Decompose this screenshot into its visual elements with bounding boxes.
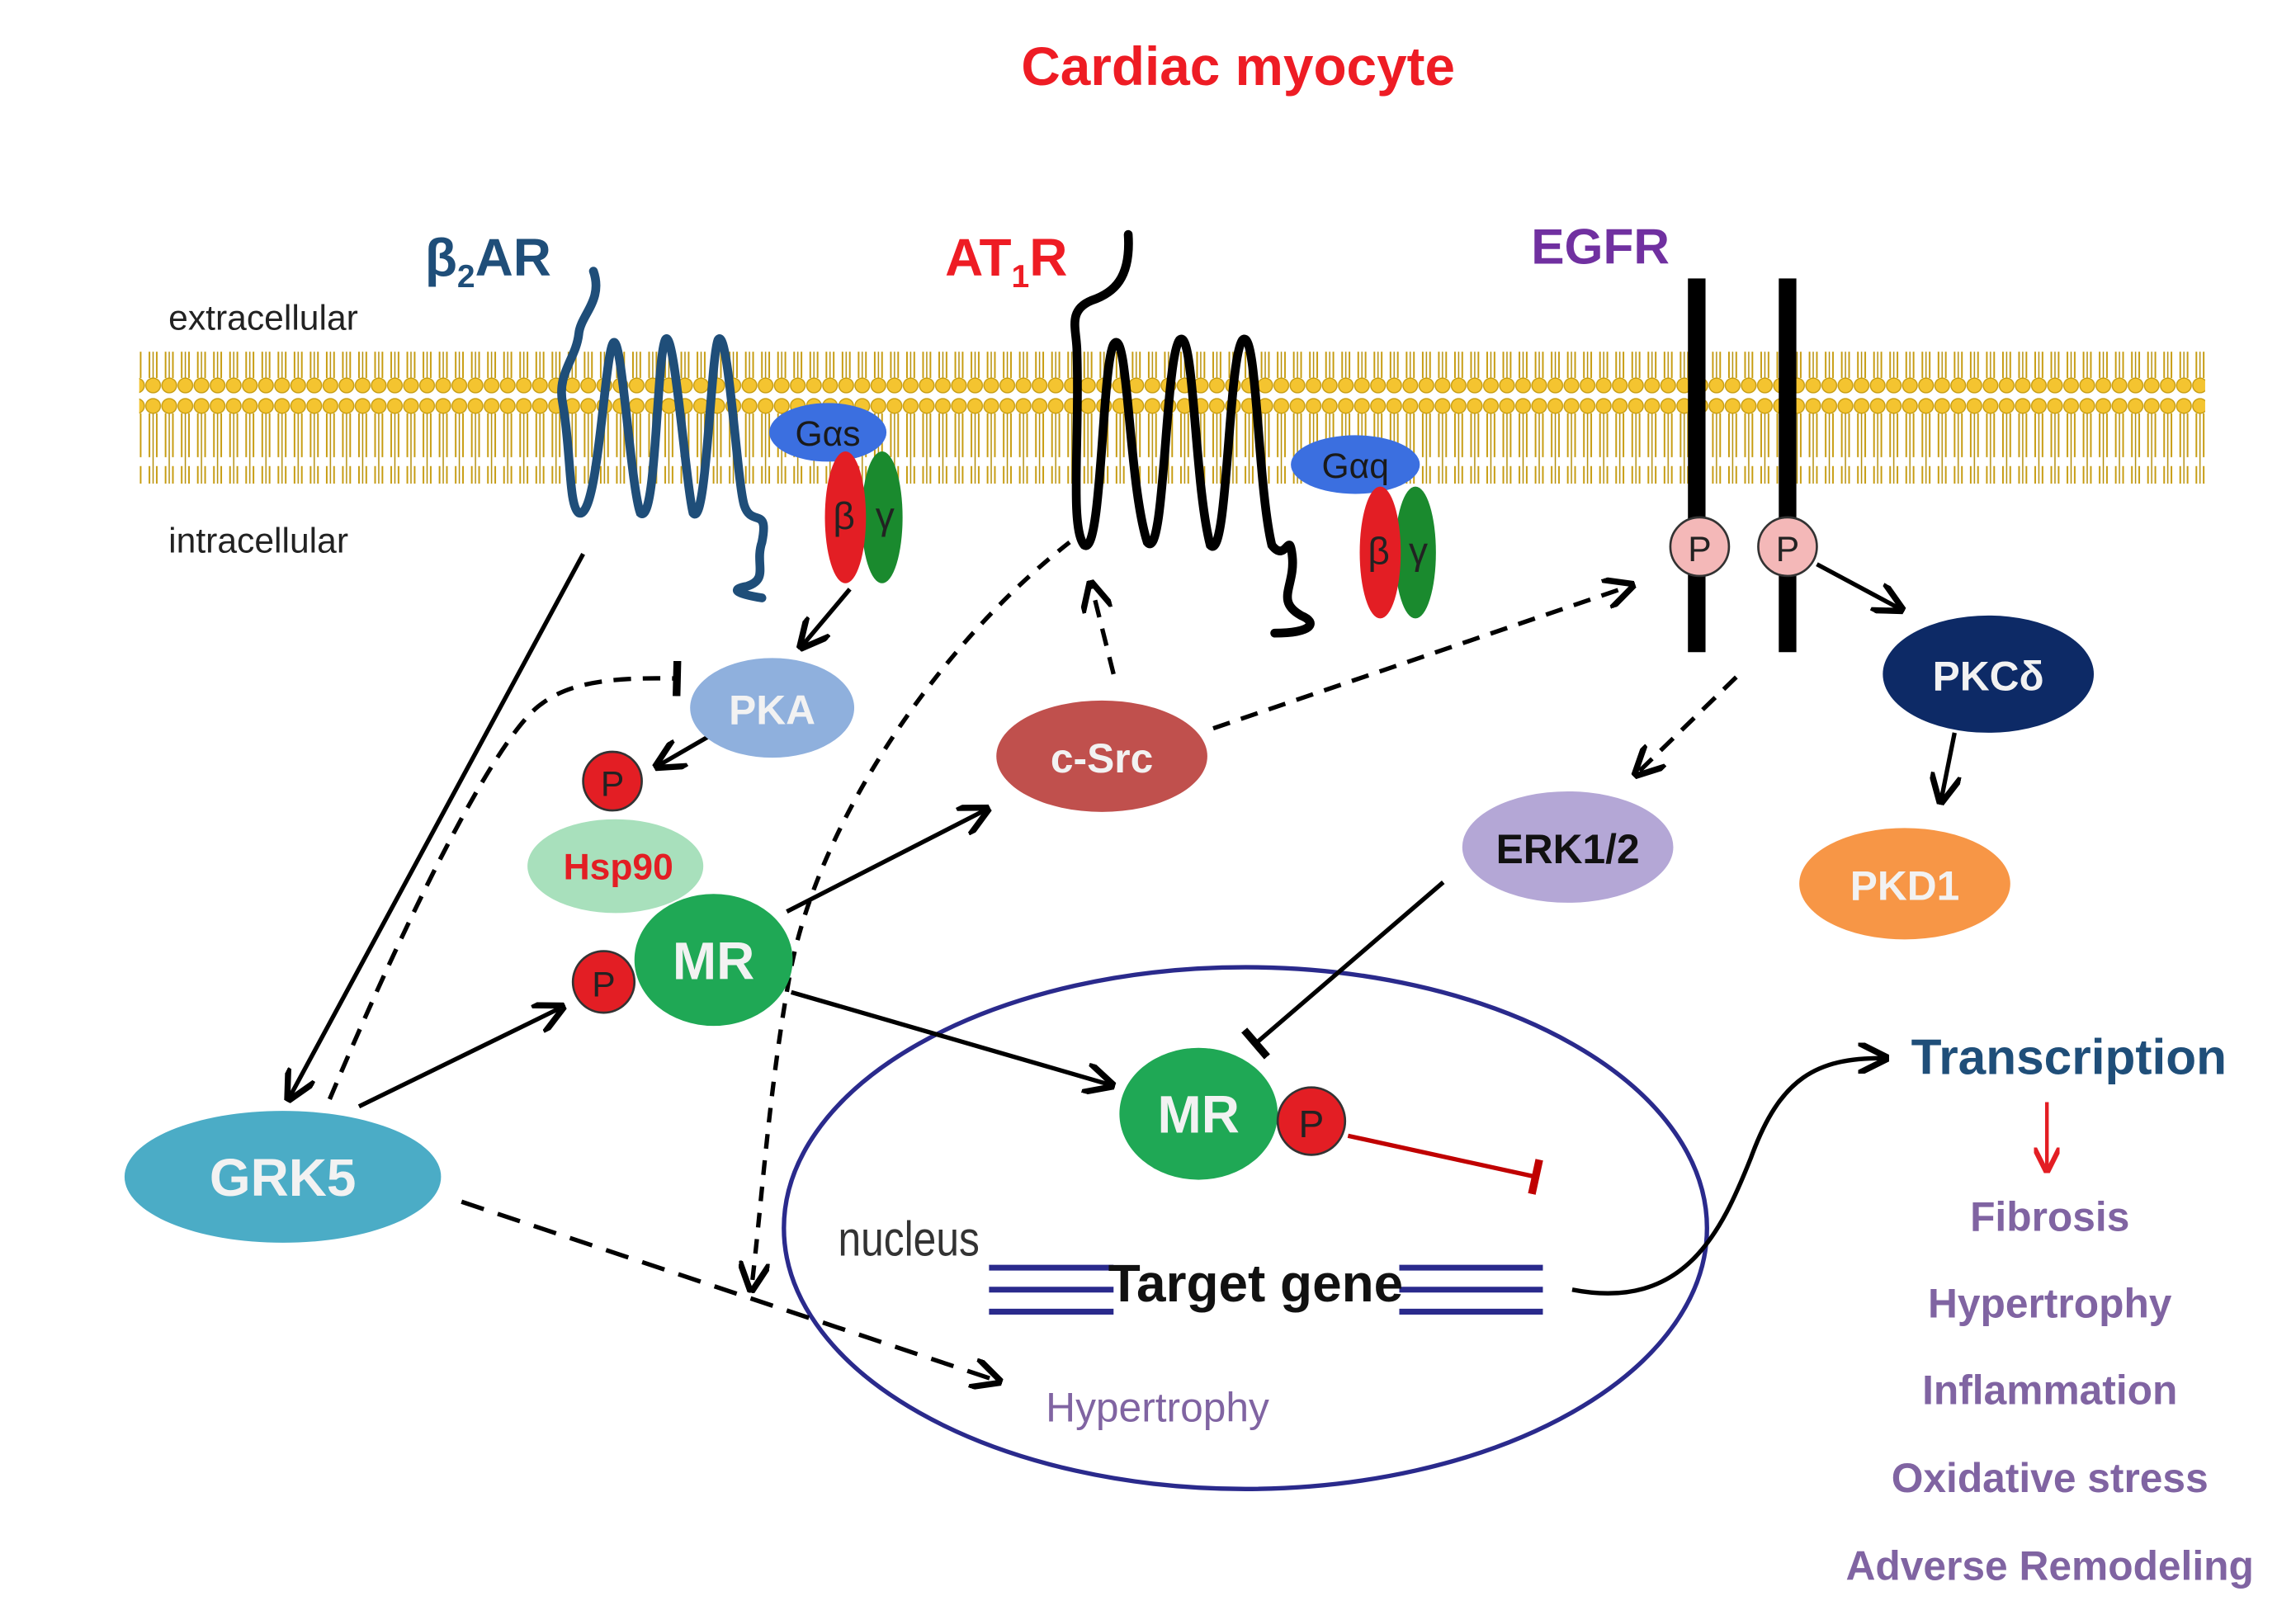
outcomes-list: Fibrosis Hypertrophy Inflammation Oxidat… [1846,1194,2254,1589]
svg-text:c-Src: c-Src [1051,735,1153,782]
diagram-title: Cardiac myocyte [1021,36,1455,97]
pkd1-node: PKD1 [1799,828,2010,940]
svg-text:P: P [1776,530,1799,569]
pathway-edges [291,540,1955,1381]
svg-text:Gαq: Gαq [1321,446,1388,486]
nucleus-label: nucleus [839,1211,980,1266]
extracellular-label: extracellular [168,299,358,338]
svg-text:P: P [601,764,624,804]
svg-text:P: P [1688,530,1711,569]
nucleus [782,965,1709,1491]
svg-text:PKA: PKA [729,687,815,733]
target-gene-dna [989,1264,1543,1315]
gas-protein: Gαs [769,403,887,462]
at1r-label: AT1R [945,228,1067,295]
transcription-label: Transcription [1911,1029,2227,1085]
mr-node: MR [634,894,793,1027]
nuclear-mr-phospho: P [1276,1086,1347,1156]
beta-gamma-subunits-gaq: β γ [1359,486,1436,619]
svg-text:Gαs: Gαs [796,414,861,454]
b2ar-label: β2AR [425,228,551,295]
nuclear-mr-node: MR [1119,1047,1278,1180]
svg-text:PKD1: PKD1 [1850,862,1960,909]
svg-text:β: β [833,494,855,537]
svg-text:GRK5: GRK5 [210,1148,357,1207]
svg-text:MR: MR [673,931,754,990]
outcome-item: Adverse Remodeling [1846,1542,2254,1589]
b2ar-receptor [557,267,768,602]
hypertrophy-nuclear-label: Hypertrophy [1046,1385,1269,1431]
egfr-phospho-right: P [1757,516,1818,578]
beta-gamma-subunits-gas: β γ [824,451,903,583]
pkcd-node: PKCδ [1883,615,2094,733]
at1r-receptor [1070,229,1315,638]
egfr-label: EGFR [1531,219,1670,275]
csrc-node: c-Src [996,700,1207,812]
hsp90-node: Hsp90 [527,819,704,914]
svg-text:β: β [1368,530,1390,573]
hsp90-phospho: P [582,750,643,812]
svg-text:PKCδ: PKCδ [1933,653,2044,699]
outcome-item: Hypertrophy [1928,1280,2172,1326]
egfr-phospho-left: P [1669,516,1731,578]
pka-node: PKA [690,658,855,758]
intracellular-label: intracellular [168,521,348,560]
svg-text:P: P [592,966,615,1005]
svg-text:P: P [1299,1103,1325,1145]
outcome-item: Fibrosis [1970,1194,2129,1240]
svg-text:Hsp90: Hsp90 [564,848,673,888]
mr-p-inhibits-gene [1347,1133,1543,1195]
svg-text:MR: MR [1158,1085,1240,1145]
svg-text:ERK1/2: ERK1/2 [1496,826,1640,872]
svg-text:γ: γ [1409,530,1428,573]
mr-phospho: P [571,950,636,1014]
grk5-node: GRK5 [124,1111,442,1243]
outcome-item: Inflammation [1922,1367,2177,1413]
target-gene-label: Target gene [1108,1254,1403,1313]
svg-text:γ: γ [876,494,895,537]
erk-node: ERK1/2 [1462,791,1674,903]
gaq-protein: Gαq [1291,435,1420,494]
outcome-item: Oxidative stress [1892,1455,2209,1501]
